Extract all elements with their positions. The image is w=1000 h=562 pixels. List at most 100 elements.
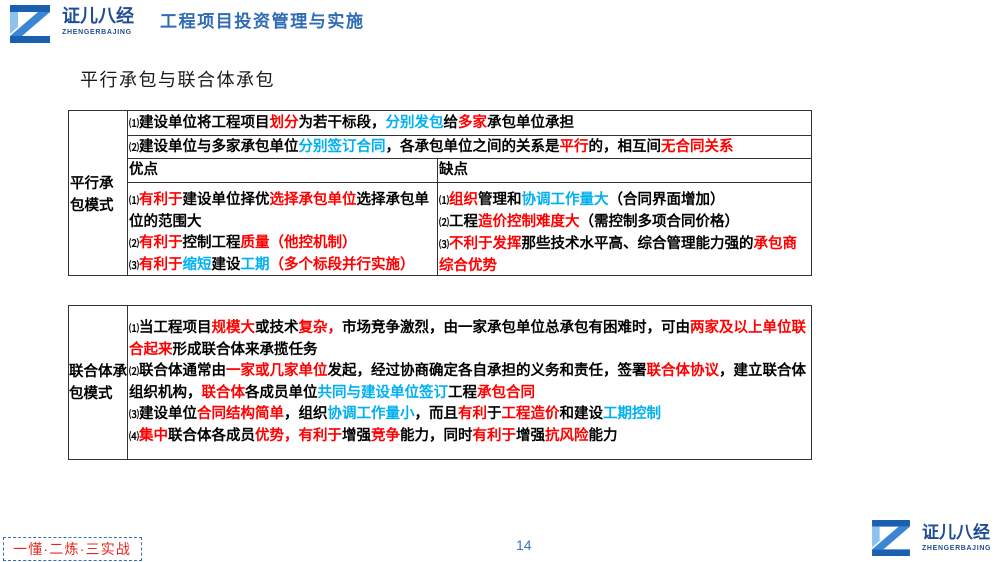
- text-segment: 能力: [588, 427, 618, 444]
- highlighted-text: 协调工作量小: [327, 405, 415, 422]
- course-title: 工程项目投资管理与实施: [160, 12, 365, 31]
- text-segment: 联合体各成员: [168, 427, 255, 444]
- text-line: ⑴组织管理和协调工作量大（合同界面增加）: [439, 190, 806, 212]
- text-segment: 选择承包单位的范围大: [129, 192, 429, 230]
- highlighted-text: 联合体协议: [646, 362, 720, 379]
- text-segment: ，而且: [414, 405, 459, 422]
- text-segment: 工程: [448, 384, 477, 401]
- consortium-contracting-table: 联合体承包模式 ⑴当工程项目规模大或技术复杂，市场竞争激烈，由一家承包单位总承包…: [68, 305, 812, 460]
- highlighted-text: 抗风险: [545, 427, 589, 444]
- slide-heading: 平行承包与联合体承包: [80, 70, 275, 90]
- highlighted-text: 联合体: [201, 384, 246, 401]
- highlighted-text: 不利于发挥: [449, 236, 522, 252]
- text-line: ⑴建设单位将工程项目划分为若干标段，分别发包给多家承包单位承担: [129, 111, 809, 137]
- mode-label: 联合体承包模式: [69, 363, 127, 402]
- parallel-contracting-table: 平行承包模式 ⑴建设单位将工程项目划分为若干标段，分别发包给多家承包单位承担 ⑵…: [68, 110, 812, 276]
- mode-label: 平行承包模式: [70, 176, 114, 214]
- text-line: ⑵有利于控制工程质量（他控机制）: [129, 233, 435, 255]
- list-number: ⑶: [129, 409, 139, 421]
- text-segment: 和建设: [559, 405, 604, 422]
- text-line: ⑷集中联合体各成员优势，有利于增强竞争能力，同时有利于增强抗风险能力: [129, 426, 809, 448]
- brand-name: 证儿八经: [62, 6, 134, 26]
- highlighted-text: 集中: [139, 427, 168, 444]
- text-line: ⑵工程造价控制难度大（需控制多项合同价格）: [439, 212, 806, 234]
- highlighted-text: 有利于: [139, 257, 183, 273]
- text-line: ⑶有利于缩短建设工期（多个标段并行实施）: [129, 255, 435, 277]
- highlighted-text: 缩短: [182, 257, 212, 273]
- text-segment: 当工程项目: [139, 319, 212, 336]
- highlighted-text: 规模大: [211, 319, 256, 336]
- slogan-box: 一懂·二炼·三实战: [3, 537, 142, 561]
- highlighted-text: 有利于: [139, 235, 183, 251]
- highlighted-text: 复杂，: [298, 319, 343, 336]
- highlighted-text: 协调工作量大: [521, 192, 609, 208]
- text-segment: ，各承包单位之间的关系是: [385, 139, 560, 155]
- text-segment: 的，相互间: [588, 139, 662, 155]
- text-segment: 增强: [516, 427, 545, 444]
- advantages-list: ⑴有利于建设单位择优选择承包单位选择承包单位的范围大⑵有利于控制工程质量（他控机…: [128, 183, 438, 275]
- disadvantages-header: 缺点: [438, 159, 811, 183]
- text-segment: 承包单位承担: [487, 115, 574, 131]
- highlighted-text: 平行: [559, 139, 589, 155]
- list-number: ⑴: [129, 119, 139, 130]
- highlighted-text: （多个标段并行实施）: [269, 257, 415, 273]
- text-segment: 建设单位与多家承包单位: [139, 139, 299, 155]
- page-number: 14: [516, 537, 532, 553]
- brand-pinyin: ZHENGERBAJING: [922, 545, 992, 552]
- text-segment: 增强: [342, 427, 371, 444]
- text-line: ⑴当工程项目规模大或技术复杂，市场竞争激烈，由一家承包单位总承包有困难时，可由两…: [129, 318, 809, 361]
- list-number: ⑴: [129, 323, 139, 335]
- highlighted-text: 一家或几家单位: [226, 362, 328, 379]
- list-number: ⑶: [439, 240, 449, 251]
- text-segment: 建设: [211, 257, 241, 273]
- highlighted-text: 选择承包单位: [269, 192, 357, 208]
- disadvantages-list: ⑴组织管理和协调工作量大（合同界面增加）⑵工程造价控制难度大（需控制多项合同价格…: [438, 183, 811, 275]
- text-segment: ，组织: [284, 405, 328, 422]
- advantages-header: 优点: [128, 159, 438, 183]
- mode-label-cell: 联合体承包模式: [69, 306, 128, 459]
- text-segment: 市场竞争激烈，由一家承包单位总承包有困难时，可由: [342, 319, 690, 336]
- list-number: ⑵: [439, 218, 449, 229]
- highlighted-text: 多家: [458, 115, 487, 131]
- highlighted-text: 分别签订合同: [298, 139, 386, 155]
- text-line: ⑶建设单位合同结构简单，组织协调工作量小，而且有利于工程造价和建设工期控制: [129, 404, 809, 426]
- brand-name: 证儿八经: [922, 523, 990, 542]
- text-segment: 或技术: [255, 319, 299, 336]
- highlighted-text: 竞争: [371, 427, 400, 444]
- highlighted-text: 工期控制: [603, 405, 661, 422]
- description-row: ⑴建设单位将工程项目划分为若干标段，分别发包给多家承包单位承担: [128, 111, 811, 136]
- text-segment: ，建立联合体组织机构，: [129, 362, 806, 401]
- list-number: ⑴: [439, 196, 449, 207]
- text-segment: 发起，经过协商确定各自承担的义务和责任，签署: [327, 362, 647, 379]
- text-segment: 形成联合体来承揽任务: [172, 341, 318, 358]
- text-line: ⑶不利于发挥那些技术水平高、综合管理能力强的承包商综合优势: [439, 234, 806, 277]
- brand-pinyin: ZHENGERBAJING: [62, 29, 132, 36]
- text-line: ⑵建设单位与多家承包单位分别签订合同，各承包单位之间的关系是平行的，相互间无合同…: [129, 136, 809, 160]
- consortium-description-list: ⑴当工程项目规模大或技术复杂，市场竞争激烈，由一家承包单位总承包有困难时，可由两…: [128, 306, 811, 459]
- list-number: ⑴: [129, 196, 139, 207]
- text-segment: 于: [487, 405, 502, 422]
- logo-mark-icon: [872, 520, 910, 556]
- highlighted-text: 组织: [449, 192, 478, 208]
- text-segment: （合同界面增加）: [608, 192, 725, 208]
- list-number: ⑷: [129, 431, 139, 443]
- list-number: ⑶: [129, 261, 139, 272]
- highlighted-text: 有利: [458, 405, 487, 422]
- list-number: ⑵: [129, 143, 139, 154]
- highlighted-text: 造价控制难度大: [478, 214, 580, 230]
- slogan-text: 一懂·二炼·三实战: [13, 541, 132, 557]
- highlighted-text: 无合同关系: [661, 139, 734, 155]
- highlighted-text: 两家及以上单位联合起来: [129, 319, 806, 358]
- highlighted-text: 工程造价: [501, 405, 560, 422]
- list-number: ⑵: [129, 366, 139, 378]
- highlighted-text: 工期: [240, 257, 270, 273]
- text-segment: 建设单位择优: [182, 192, 270, 208]
- text-segment: 控制工程: [182, 235, 241, 251]
- text-segment: 能力，同时: [400, 427, 473, 444]
- text-line: ⑵联合体通常由一家或几家单位发起，经过协商确定各自承担的义务和责任，签署联合体协…: [129, 361, 809, 404]
- list-number: ⑵: [129, 239, 139, 250]
- logo-mark-icon: [10, 5, 50, 43]
- highlighted-text: 有利于: [139, 192, 183, 208]
- text-segment: 联合体通常由: [139, 362, 226, 379]
- text-segment: 管理和: [478, 192, 522, 208]
